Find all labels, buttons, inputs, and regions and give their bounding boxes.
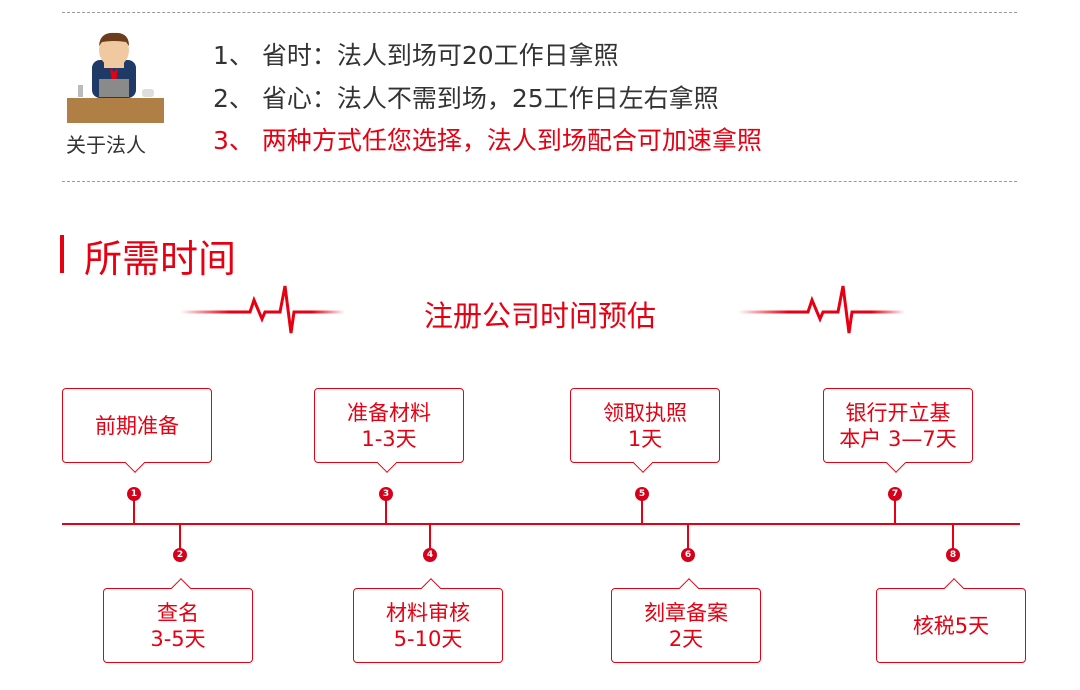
step-text: 准备材料 — [347, 400, 431, 425]
top-divider — [62, 12, 1017, 13]
timeline-stem — [952, 524, 954, 555]
callout-pointer — [421, 578, 441, 598]
timeline-stem — [179, 524, 181, 555]
callout-pointer — [125, 453, 145, 473]
step-text: 材料审核 — [386, 600, 470, 625]
callout-pointer — [377, 453, 397, 473]
timeline-stem — [385, 494, 387, 525]
timeline-stem — [894, 494, 896, 525]
step-text: 5-10天 — [393, 626, 463, 651]
step-text: 前期准备 — [95, 413, 179, 438]
step-text: 领取执照 — [603, 400, 687, 425]
step-number-badge: 8 — [946, 548, 960, 562]
step-number-badge: 5 — [635, 487, 649, 501]
step-number-badge: 2 — [173, 548, 187, 562]
benefit-point-2: 2、 省心：法人不需到场，25工作日左右拿照 — [213, 84, 719, 113]
section-subtitle: 注册公司时间预估 — [423, 299, 656, 333]
section-title-bar — [60, 235, 64, 273]
pulse-decoration-icon — [180, 285, 905, 334]
timeline-stem — [133, 494, 135, 525]
step-text: 查名 — [157, 600, 199, 625]
step-number-badge: 7 — [888, 487, 902, 501]
callout-pointer — [679, 578, 699, 598]
step-text: 1-3天 — [361, 426, 417, 451]
step-callout: 核税5天 — [876, 578, 1026, 663]
step-callout: 前期准备 — [62, 388, 212, 473]
step-number-badge: 6 — [681, 548, 695, 562]
callout-pointer — [944, 578, 964, 598]
timeline-stem — [429, 524, 431, 555]
callout-pointer — [886, 453, 906, 473]
avatar-label: 关于法人 — [66, 133, 146, 157]
timeline-stem — [641, 494, 643, 525]
step-text: 3-5天 — [150, 626, 206, 651]
benefit-point-1: 1、 省时：法人到场可20工作日拿照 — [213, 41, 619, 70]
callout-pointer — [171, 578, 191, 598]
step-number-badge: 4 — [423, 548, 437, 562]
step-text: 银行开立基 — [845, 400, 951, 425]
step-text: 2天 — [668, 626, 704, 651]
step-number-badge: 3 — [379, 487, 393, 501]
timeline-stem — [687, 524, 689, 555]
benefit-point-3: 3、 两种方式任您选择，法人到场配合可加速拿照 — [213, 126, 762, 155]
legal-person-avatar-icon — [67, 32, 164, 123]
bottom-divider — [62, 181, 1017, 182]
step-text: 本户 3—7天 — [839, 426, 957, 451]
section-title: 所需时间 — [84, 237, 237, 281]
timeline-axis — [62, 523, 1020, 525]
step-text: 1天 — [627, 426, 663, 451]
step-text: 核税5天 — [912, 613, 990, 638]
step-text: 刻章备案 — [644, 600, 728, 625]
step-number-badge: 1 — [127, 487, 141, 501]
step-callout: 银行开立基本户 3—7天 — [823, 388, 973, 473]
callout-pointer — [633, 453, 653, 473]
